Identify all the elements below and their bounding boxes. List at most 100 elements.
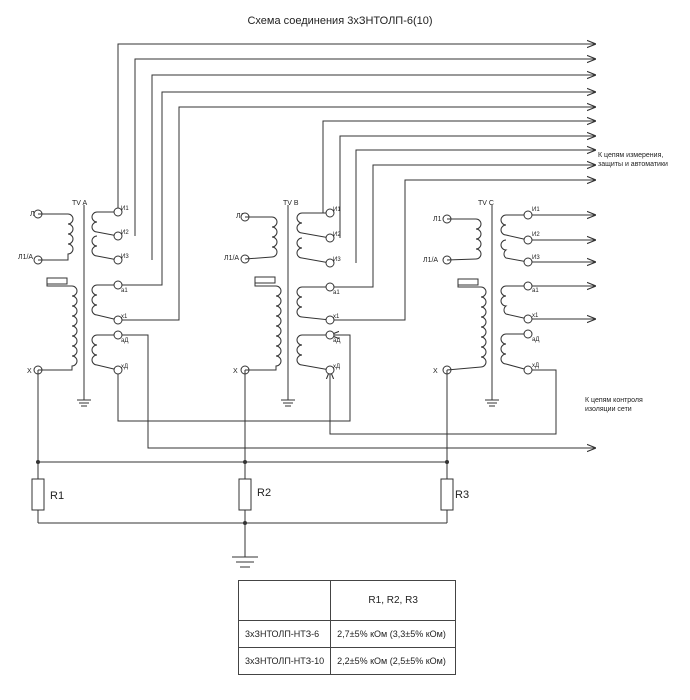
tv-b-label: TV B (283, 200, 299, 207)
table-row: 3хЗНТОЛП-НТЗ-10 2,2±5% кОм (2,5±5% кОм) (237, 647, 457, 675)
table-header-row: R1, R2, R3 (237, 580, 457, 621)
resistor-r2 (238, 478, 252, 511)
tv-c-ad-label: аД (532, 337, 539, 343)
tv-c-primary-bottom-label: Л1/А (423, 257, 438, 264)
tv-b-i2-label: И2 (333, 232, 341, 238)
tv-c-fuse (457, 278, 479, 286)
resistor-r1-label: R1 (50, 490, 64, 502)
tv-c-secondary-winding (500, 214, 529, 263)
table-header-empty (237, 580, 332, 621)
tv-b-i1-label: И1 (333, 207, 341, 213)
tv-b-residual-winding (296, 334, 331, 371)
tv-a-i3-label: И3 (121, 254, 129, 260)
tv-a-neutral-label: X (27, 368, 32, 375)
bus-line-tvb-4 (330, 165, 596, 288)
tv-b-fuse (254, 276, 276, 284)
tv-a-terminal-xd (113, 365, 123, 375)
bus-line-insulation-2 (117, 335, 351, 422)
bus-line-tva-1 (117, 44, 596, 212)
tv-c-label: TV C (478, 200, 494, 207)
transformer-tv-c: TV C Л1 Л1/А X И1 И2 И3 а1 х1 аД хД (423, 200, 540, 462)
diagram-title: Схема соединения 3хЗНТОЛП-6(10) (247, 15, 432, 27)
tv-c-primary-top-label: Л1 (433, 216, 442, 223)
tv-a-terminal-i2 (113, 231, 123, 241)
tv-b-i3-label: И3 (333, 257, 341, 263)
tv-c-terminal-i1 (523, 210, 533, 220)
tv-b-terminal-ad (325, 330, 335, 340)
tv-c-neutral-label: X (433, 368, 438, 375)
tv-c-terminal-a1 (523, 281, 533, 291)
tv-a-primary-winding (38, 213, 74, 261)
tv-b-primary-top-label: Л1 (236, 213, 245, 220)
resistor-network: R1 R2 R3 (31, 460, 469, 568)
tv-a-x1-label: х1 (121, 314, 128, 320)
tv-c-hv-winding (446, 282, 487, 371)
resistor-r3 (440, 478, 454, 511)
tv-b-terminal-i1 (325, 208, 335, 218)
tv-b-x1-label: х1 (333, 314, 340, 320)
tv-c-xd-label: хД (532, 363, 539, 369)
bus-line-insulation-1 (330, 369, 557, 435)
table-cell-model: 3хЗНТОЛП-НТЗ-6 (237, 620, 332, 648)
tv-c-terminal-i3 (523, 257, 533, 267)
tv-c-ground (485, 392, 499, 407)
output-bus-lines (117, 44, 596, 448)
tv-b-terminal-xd (325, 365, 335, 375)
tv-a-fuse (46, 277, 68, 285)
tv-c-terminal-ad (523, 329, 533, 339)
bus-line-tvb-3 (355, 150, 596, 263)
bus-line-tvb-1 (322, 121, 596, 213)
tv-b-hv-winding (245, 280, 282, 371)
note-insulation-line2: изоляции сети (585, 406, 632, 413)
tv-c-i1-label: И1 (532, 207, 540, 213)
tv-c-terminal-x1 (523, 314, 533, 324)
tv-c-terminal-i2 (523, 235, 533, 245)
tv-a-secondary-winding (91, 211, 119, 261)
note-insulation-line1: К цепям контроля (585, 397, 643, 404)
tv-b-terminal-a1 (325, 282, 335, 292)
bus-line-tva-4 (118, 92, 596, 286)
transformer-tv-b: TV B Л1 Л1/А X И1 И2 И3 а1 х1 аД хД (224, 200, 341, 462)
table-row: 3хЗНТОЛП-НТЗ-6 2,7±5% кОм (3,3±5% кОм) (237, 620, 457, 648)
tv-b-neutral-label: X (233, 368, 238, 375)
tv-c-residual-winding (500, 333, 529, 371)
table-cell-model: 3хЗНТОЛП-НТЗ-10 (237, 647, 332, 675)
tv-c-primary-winding (446, 218, 482, 261)
ground-icon (232, 523, 258, 568)
tv-b-secondary-winding (296, 212, 331, 264)
tv-a-terminal-a1 (113, 280, 123, 290)
resistor-r2-label: R2 (257, 487, 271, 499)
tv-a-label: TV A (72, 200, 88, 207)
tv-a-i1-label: И1 (121, 206, 129, 212)
tv-c-i3-label: И3 (532, 255, 540, 261)
bus-line-tva-2 (134, 59, 596, 236)
tv-b-aux-winding (296, 286, 331, 321)
tv-b-a1-label: а1 (333, 290, 340, 296)
bus-line-tva-5 (118, 107, 596, 321)
bus-line-tvb-2 (339, 136, 596, 238)
tv-b-primary-bottom-label: Л1/А (224, 255, 239, 262)
tv-c-i2-label: И2 (532, 232, 540, 238)
tv-b-terminal-i2 (325, 233, 335, 243)
bus-line-tvb-5 (330, 180, 596, 321)
tv-c-aux-winding (500, 285, 529, 320)
tv-a-ad-label: аД (121, 338, 128, 344)
tv-b-xd-label: хД (333, 364, 340, 370)
table-cell-value: 2,2±5% кОм (2,5±5% кОм) (330, 647, 457, 675)
table-cell-value: 2,7±5% кОм (3,3±5% кОм) (330, 620, 457, 648)
table-header-cell: R1, R2, R3 (330, 580, 457, 621)
tv-c-x1-label: х1 (532, 313, 539, 319)
note-measurement-line2: защиты и автоматики (598, 161, 668, 168)
tv-a-ground (77, 392, 91, 407)
transformer-tv-a: TV A Л1 Л1/А X И1 И2 И3 а1 х1 аД хД (18, 200, 129, 462)
tv-a-terminal-i1 (113, 207, 123, 217)
tv-b-ad-label: аД (333, 338, 340, 344)
tv-b-primary-winding (244, 216, 278, 260)
bus-line-insulation-3 (118, 334, 596, 448)
resistor-r1 (31, 478, 45, 511)
note-measurement-line1: К цепям измерения, (598, 152, 663, 159)
tv-c-a1-label: а1 (532, 288, 539, 294)
tv-a-terminal-i3 (113, 255, 123, 265)
resistance-table: R1, R2, R3 3хЗНТОЛП-НТЗ-6 2,7±5% кОм (3,… (237, 580, 457, 675)
